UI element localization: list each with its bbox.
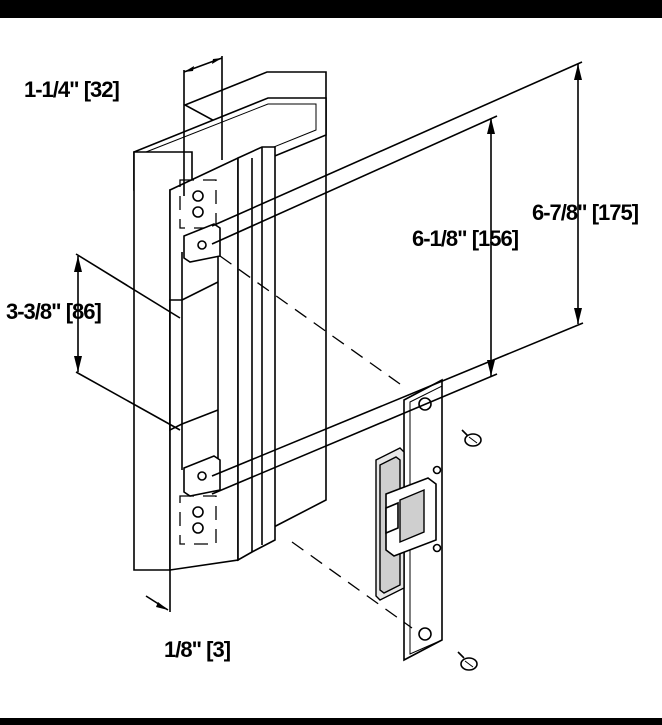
cutout-arrow-bottom xyxy=(74,356,82,372)
upper-screw-shank xyxy=(461,429,469,437)
lower-screw xyxy=(457,651,478,671)
slot-arrow-left xyxy=(184,66,194,72)
faceplate-top-hole xyxy=(418,397,432,411)
dimension-hole-span xyxy=(487,118,495,376)
label-hole-span: 6-1/8" [156] xyxy=(412,226,519,251)
lower-tab-outline xyxy=(179,495,217,545)
upper-screw xyxy=(461,429,482,447)
faceplate-bottom-hole xyxy=(418,627,432,641)
cutout-top-edge xyxy=(181,281,219,301)
faceplate-mid-hole-1 xyxy=(432,465,442,475)
slot-arrow-right xyxy=(212,58,222,64)
cutout-notch xyxy=(169,299,183,432)
dimension-slot-width xyxy=(183,56,223,196)
cutout-arrow-top xyxy=(74,256,82,272)
proj-top-inner xyxy=(211,115,498,245)
cutout-bottom-edge xyxy=(181,409,219,425)
lower-tab-hole xyxy=(197,471,207,481)
label-lip-depth: 1/8" [3] xyxy=(164,637,231,662)
upper-tab-hole xyxy=(197,240,207,250)
lower-mounting-tab xyxy=(179,455,221,545)
faceplate-edge xyxy=(409,385,443,655)
keeper-recess xyxy=(399,488,425,544)
proj-upper-dashed xyxy=(219,255,401,385)
upper-tab-outline xyxy=(179,179,217,229)
proj-lower-dashed xyxy=(291,541,413,629)
proj-bottom-outer xyxy=(211,322,584,477)
upper-mounting-tab xyxy=(179,179,221,263)
label-slot-width: 1-1/4" [32] xyxy=(24,77,119,102)
electric-strike xyxy=(375,378,443,662)
lower-screw-1 xyxy=(192,506,204,518)
upper-screw-slot xyxy=(468,436,478,444)
cutout-ext-bottom xyxy=(75,371,181,431)
upper-screw-2 xyxy=(192,206,204,218)
upper-screw-1 xyxy=(192,190,204,202)
projection-lines xyxy=(211,61,584,629)
keeper-lip xyxy=(385,501,399,535)
dimension-lip-depth xyxy=(145,570,171,612)
proj-bottom-inner xyxy=(211,373,498,495)
span-arrow-bottom xyxy=(574,308,582,324)
span-arrow-top xyxy=(574,64,582,80)
dimension-strike-span xyxy=(574,64,582,324)
frame-stop xyxy=(237,146,276,562)
faceplate-mid-hole-2 xyxy=(432,543,442,553)
proj-top-outer xyxy=(211,61,583,227)
dimension-cutout-height xyxy=(74,253,181,431)
lower-screw-shank xyxy=(457,651,465,659)
cutout-ext-top xyxy=(75,253,181,319)
hole-arrow-bottom xyxy=(487,360,495,376)
label-cutout-height: 3-3/8" [86] xyxy=(6,299,101,324)
lower-screw-2 xyxy=(192,522,204,534)
hole-arrow-top xyxy=(487,118,495,134)
lower-screw-slot xyxy=(464,660,474,668)
top-border-band xyxy=(0,0,662,18)
bottom-border-band xyxy=(0,718,662,725)
lip-arrow xyxy=(156,602,168,610)
door-frame xyxy=(133,71,327,571)
label-strike-span: 6-7/8" [175] xyxy=(532,200,639,225)
